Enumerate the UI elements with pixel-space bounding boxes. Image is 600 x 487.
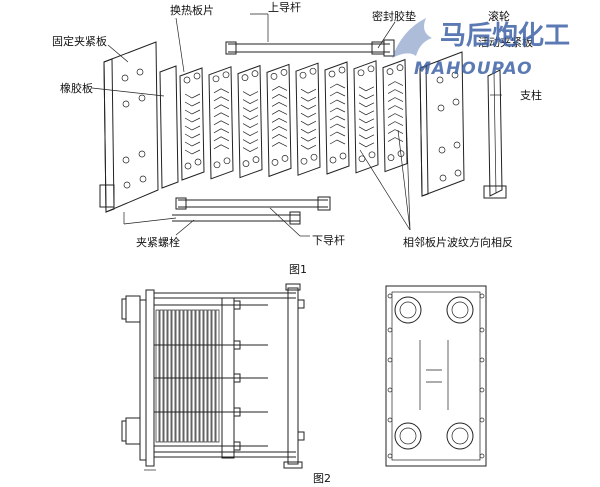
watermark-en: MAHOUPAO <box>414 59 533 79</box>
heat-transfer-plate <box>237 64 263 179</box>
side-view-plate <box>163 309 168 443</box>
label-fixed-clamping-plate: 固定夹紧板 <box>52 34 107 48</box>
rubber-plate <box>159 65 179 189</box>
heat-transfer-plate <box>179 67 205 181</box>
side-view-plate <box>179 309 184 443</box>
caption-figure-2: 图2 <box>313 472 331 485</box>
label-corrugation-note: 相邻板片波纹方向相反 <box>403 235 513 249</box>
label-heat-transfer-plates: 换热板片 <box>170 3 214 17</box>
side-view-plate <box>191 309 196 443</box>
upper-guide-bar <box>225 39 395 57</box>
label-movable-clamping-plate: 活动夹紧板 <box>478 35 533 49</box>
label-support-column: 支柱 <box>520 88 542 102</box>
movable-clamping-plate <box>419 51 465 197</box>
label-roller: 滚轮 <box>488 9 510 23</box>
side-view-plate <box>183 309 188 443</box>
side-view-plate <box>207 309 212 443</box>
label-tie-bolt: 夹紧螺栓 <box>136 235 180 249</box>
label-lower-guide-bar: 下导杆 <box>312 233 345 247</box>
side-view-plate <box>175 309 180 443</box>
side-view-plate <box>167 309 172 443</box>
heat-transfer-plate <box>382 58 408 173</box>
heat-transfer-plate <box>208 66 234 180</box>
label-rubber-plate: 橡胶板 <box>60 81 93 95</box>
side-view-plate <box>171 309 176 443</box>
support-column <box>483 69 507 199</box>
side-view-plate <box>211 309 216 443</box>
side-view-plate <box>203 309 208 443</box>
watermark-logo: 马后炮化工 MAHOUPAO <box>392 18 570 79</box>
side-view-plate <box>155 309 160 443</box>
label-gasket: 密封胶垫 <box>372 9 416 23</box>
side-view-drawing <box>121 283 305 471</box>
leader-lines <box>91 13 502 237</box>
watermark-cn: 马后炮化工 <box>440 20 570 51</box>
side-view-plate <box>199 309 204 443</box>
heat-transfer-plates <box>179 58 408 181</box>
front-view-drawing <box>385 285 487 467</box>
heat-transfer-plate <box>295 62 321 176</box>
side-view-plate <box>187 309 192 443</box>
side-view-plate <box>215 309 220 443</box>
side-view-plate <box>159 309 164 443</box>
caption-figure-1: 图1 <box>289 263 307 276</box>
side-view-plate <box>195 309 200 443</box>
heat-transfer-plate <box>353 60 379 174</box>
heat-transfer-plate <box>266 63 292 178</box>
lower-guide-bar <box>175 196 331 211</box>
label-upper-guide-bar: 上导杆 <box>268 0 301 14</box>
heat-transfer-plate <box>324 61 350 175</box>
fixed-clamping-plate <box>99 41 159 213</box>
